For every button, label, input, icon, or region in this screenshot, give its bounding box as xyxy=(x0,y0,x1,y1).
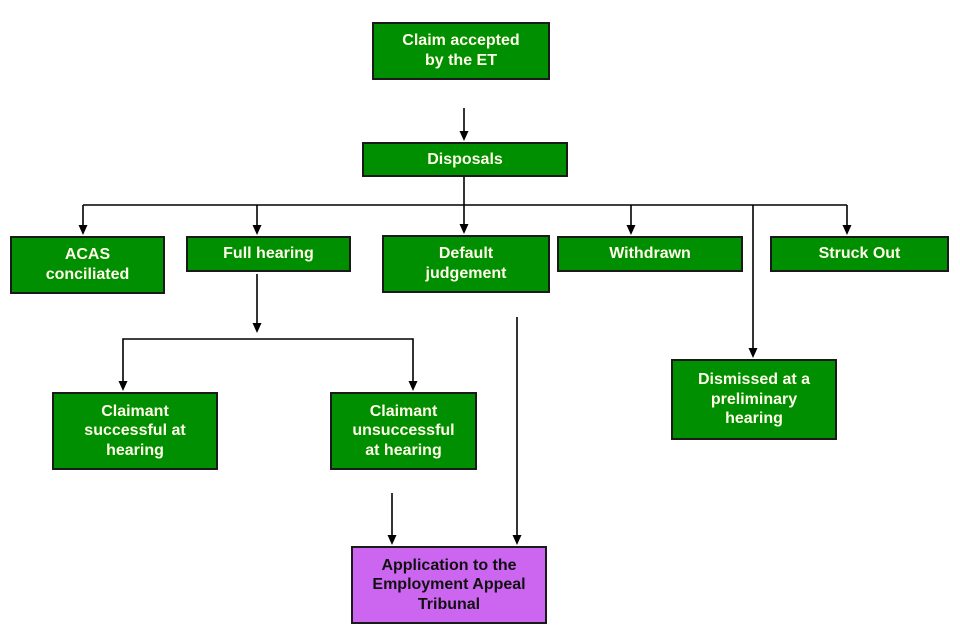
node-struck-out: Struck Out xyxy=(770,236,949,272)
edge-rail-to-withdrawn xyxy=(626,205,636,235)
edge-disposals-to-default-judgement xyxy=(459,177,469,234)
edge-claim-to-disposals xyxy=(459,108,469,141)
node-claim-accepted: Claim accepted by the ET xyxy=(372,22,550,80)
edge-unsuccessful-to-appeal xyxy=(387,493,397,545)
edge-rail-to-struck-out xyxy=(842,205,852,235)
node-claimant-unsuccessful: Claimant unsuccessful at hearing xyxy=(330,392,477,470)
node-disposals: Disposals xyxy=(362,142,568,177)
edge-default-judgement-to-appeal xyxy=(512,317,522,545)
edge-rail-to-acas xyxy=(78,205,88,235)
edge-rail-to-full-hearing xyxy=(252,205,262,235)
node-acas-conciliated: ACAS conciliated xyxy=(10,236,165,294)
node-appeal-application: Application to the Employment Appeal Tri… xyxy=(351,546,547,624)
node-claimant-successful: Claimant successful at hearing xyxy=(52,392,218,470)
node-full-hearing: Full hearing xyxy=(186,236,351,272)
node-default-judgement: Default judgement xyxy=(382,235,550,293)
edge-full-hearing-to-splitter xyxy=(252,274,262,333)
edge-full-hearing-splitter-rail xyxy=(118,338,418,391)
node-dismissed-preliminary: Dismissed at a preliminary hearing xyxy=(671,359,837,440)
edge-rail-to-dismissed xyxy=(748,205,758,358)
node-withdrawn: Withdrawn xyxy=(557,236,743,272)
